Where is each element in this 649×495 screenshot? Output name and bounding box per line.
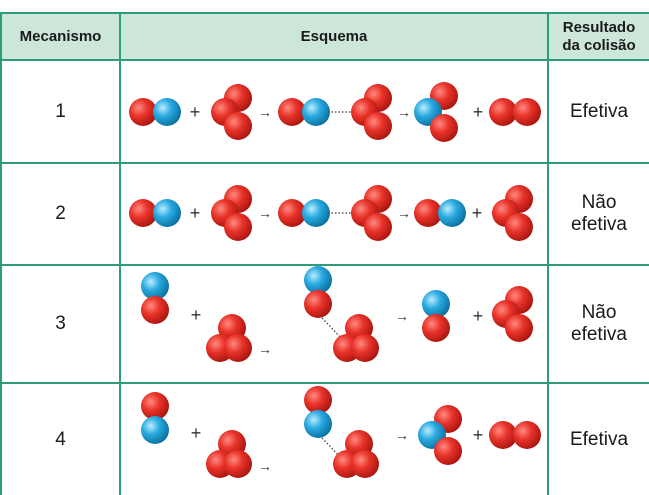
row3-reactant-diatomic-1-blue-atom xyxy=(141,272,169,300)
header-result: Resultado da colisão xyxy=(549,14,649,59)
row3-approach-triatomic-3-red-atom xyxy=(351,334,379,362)
row4-product-diatomic-2-red-atom xyxy=(513,421,541,449)
row2-product-diatomic-2-blue-atom xyxy=(438,199,466,227)
row-3-result: Não efetiva xyxy=(549,266,649,382)
row-4-result: Efetiva xyxy=(549,384,649,495)
row-divider-1 xyxy=(0,162,649,164)
row2-reactant-diatomic-2-blue-atom xyxy=(153,199,181,227)
row4-reactant-diatomic-2-blue-atom xyxy=(141,416,169,444)
row2-reactant-triatomic-3-red-atom xyxy=(224,213,252,241)
row1-product-triatomic-3-red-atom xyxy=(430,114,458,142)
row2-reactant-diatomic-1-red-atom xyxy=(129,199,157,227)
row3-product-diatomic-2-red-atom xyxy=(422,314,450,342)
row2-arrow-1: → xyxy=(258,205,272,221)
row-3-result-line1: Não xyxy=(581,302,617,323)
row3-plus-1: + xyxy=(191,305,202,325)
row1-approach-diatomic-1-red-atom xyxy=(278,98,306,126)
row2-plus-2: + xyxy=(472,203,483,223)
row2-product-diatomic-1-red-atom xyxy=(414,199,442,227)
header-mechanism: Mecanismo xyxy=(19,28,102,45)
row1-arrow-2: → xyxy=(397,104,411,120)
row3-plus-2: + xyxy=(473,306,484,326)
row2-approach-diatomic-1-red-atom xyxy=(278,199,306,227)
row4-plus-1: + xyxy=(191,423,202,443)
row4-plus-2: + xyxy=(473,425,484,445)
row-2-result: Não efetiva xyxy=(549,164,649,264)
row4-approach-diatomic-1-red-atom xyxy=(304,386,332,414)
header-scheme: Esquema xyxy=(300,28,368,45)
column-divider-1 xyxy=(119,12,121,495)
row4-arrow-1: → xyxy=(258,458,272,474)
row-1-result-line1: Efetiva xyxy=(569,100,629,122)
row3-reactant-diatomic-2-red-atom xyxy=(141,296,169,324)
row3-product-diatomic-1-blue-atom xyxy=(422,290,450,318)
row-4-number: 4 xyxy=(55,428,66,450)
row1-approach-triatomic-3-red-atom xyxy=(364,112,392,140)
row2-approach-triatomic-3-red-atom xyxy=(364,213,392,241)
table-border-left xyxy=(0,12,2,495)
row-2-result-line2: efetiva xyxy=(571,214,627,235)
row3-arrow-2: → xyxy=(395,308,409,324)
row-1-number: 1 xyxy=(55,100,66,122)
row1-approach-diatomic-2-blue-atom xyxy=(302,98,330,126)
row-2-result-line1: Não xyxy=(581,192,617,213)
row1-arrow-1: → xyxy=(258,104,272,120)
header-result-line2: da colisão xyxy=(562,36,636,54)
row2-plus-1: + xyxy=(190,203,201,223)
row1-plus-1: + xyxy=(190,102,201,122)
row2-arrow-2: → xyxy=(397,205,411,221)
table-header-divider xyxy=(0,59,649,61)
row1-reactant-diatomic-1-red-atom xyxy=(129,98,157,126)
row4-arrow-2: → xyxy=(395,427,409,443)
row4-product-triatomic-3-red-atom xyxy=(434,437,462,465)
row-3-result-line2: efetiva xyxy=(571,324,627,345)
column-divider-2 xyxy=(547,12,549,495)
row1-plus-2: + xyxy=(473,102,484,122)
row4-approach-diatomic-2-blue-atom xyxy=(304,410,332,438)
row3-arrow-1: → xyxy=(258,341,272,357)
row-2-number: 2 xyxy=(55,203,66,224)
row4-product-diatomic-1-red-atom xyxy=(489,421,517,449)
header-result-line1: Resultado xyxy=(562,18,636,36)
row-divider-3 xyxy=(0,382,649,384)
row-4-result-line1: Efetiva xyxy=(569,428,629,450)
table-header-background xyxy=(0,12,649,59)
table-border-top xyxy=(0,12,649,14)
row1-reactant-triatomic-3-red-atom xyxy=(224,112,252,140)
row4-approach-triatomic-3-red-atom xyxy=(351,450,379,478)
row4-reactant-diatomic-1-red-atom xyxy=(141,392,169,420)
row3-approach-diatomic-1-blue-atom xyxy=(304,266,332,294)
row2-approach-diatomic-2-blue-atom xyxy=(302,199,330,227)
row1-reactant-diatomic-2-blue-atom xyxy=(153,98,181,126)
row3-product-triatomic-3-red-atom xyxy=(505,314,533,342)
row2-product-triatomic-3-red-atom xyxy=(505,213,533,241)
row1-product-diatomic-1-red-atom xyxy=(489,98,517,126)
row-1-result: Efetiva xyxy=(549,61,649,162)
row-divider-2 xyxy=(0,264,649,266)
row-3-number: 3 xyxy=(55,313,66,334)
row4-reactant-triatomic-3-red-atom xyxy=(224,450,252,478)
row3-reactant-triatomic-3-red-atom xyxy=(224,334,252,362)
row3-approach-diatomic-2-red-atom xyxy=(304,290,332,318)
row1-product-diatomic-2-red-atom xyxy=(513,98,541,126)
